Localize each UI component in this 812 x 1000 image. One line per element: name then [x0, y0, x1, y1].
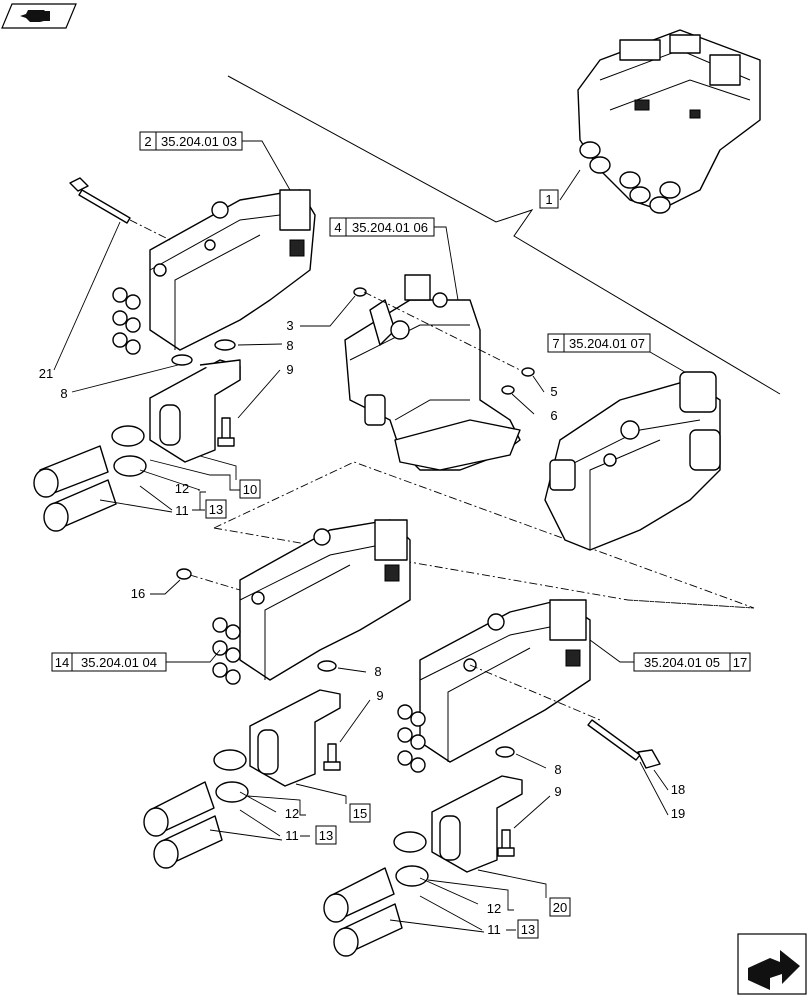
next-button[interactable]	[737, 933, 807, 995]
valve-section-2	[112, 189, 316, 355]
callout-21: 21	[39, 366, 53, 381]
callout-8a: 8	[60, 386, 67, 401]
oring-5	[521, 367, 535, 377]
back-button[interactable]	[1, 3, 77, 29]
box-10	[239, 479, 261, 499]
svg-text:15: 15	[353, 806, 367, 821]
screw-9a	[217, 417, 235, 447]
ref-14-label: 14 35.204.01 04	[51, 649, 221, 672]
oring-6	[501, 385, 515, 395]
svg-text:1: 1	[545, 192, 552, 207]
svg-text:14: 14	[55, 655, 69, 670]
callout-9b: 9	[376, 688, 383, 703]
bolt-18	[587, 719, 661, 769]
callout-9a: 9	[286, 362, 293, 377]
svg-text:17: 17	[733, 655, 747, 670]
callout-12c: 12	[487, 901, 501, 916]
box-15	[349, 803, 371, 823]
ref-1: 1	[539, 169, 581, 209]
leader-21	[53, 221, 121, 371]
bolt-21	[69, 177, 171, 241]
svg-text:10: 10	[243, 482, 257, 497]
callout-8b: 8	[286, 338, 293, 353]
oring-16	[176, 568, 192, 580]
spool-ports-14	[212, 617, 241, 685]
callout-6: 6	[550, 408, 557, 423]
callout-5: 5	[550, 384, 557, 399]
spool-ports	[112, 287, 141, 355]
couplers-b	[143, 749, 249, 869]
box-20	[549, 897, 571, 917]
valve-section-17	[397, 599, 591, 773]
ref-2-label: 2 35.204.01 03	[139, 131, 291, 191]
callout-3: 3	[286, 318, 293, 333]
valve-assembly-overview	[577, 29, 761, 214]
oring-8b	[214, 339, 236, 351]
manifold-15	[249, 689, 341, 787]
svg-text:35.204.01 04: 35.204.01 04	[81, 655, 157, 670]
manifold-20	[431, 775, 523, 873]
svg-text:35.204.01 07: 35.204.01 07	[569, 336, 645, 351]
callout-18: 18	[671, 782, 685, 797]
oring-8c	[317, 660, 337, 672]
ref-4-label: 4 35.204.01 06	[329, 217, 459, 301]
oring-3	[353, 287, 367, 297]
ref-17-label: 35.204.01 05 17	[589, 639, 751, 672]
svg-text:35.204.01 06: 35.204.01 06	[352, 220, 428, 235]
arrow-right-icon	[748, 950, 800, 990]
box-13a	[205, 499, 227, 519]
callout-12b: 12	[285, 806, 299, 821]
screw-9c	[497, 829, 515, 857]
callout-19: 19	[671, 806, 685, 821]
oring-8d	[495, 746, 515, 758]
callout-11b: 11	[285, 828, 299, 843]
svg-text:7: 7	[552, 336, 559, 351]
callout-11c: 11	[487, 922, 501, 937]
dashed-enclosure	[213, 461, 755, 609]
callout-8d: 8	[554, 762, 561, 777]
svg-text:13: 13	[319, 828, 333, 843]
ref-7-label: 7 35.204.01 07	[547, 333, 691, 376]
spool-ports-17	[397, 704, 426, 773]
box-13b	[315, 825, 337, 845]
callout-8c: 8	[374, 664, 381, 679]
screw-9b	[323, 743, 341, 771]
valve-section-4	[344, 274, 521, 471]
callout-11a: 11	[175, 503, 189, 518]
divider-line	[227, 75, 781, 395]
oring-8a	[171, 354, 193, 366]
hand-pointing-left-icon	[20, 10, 50, 22]
svg-text:20: 20	[553, 900, 567, 915]
svg-text:4: 4	[334, 220, 341, 235]
manifold-10	[149, 359, 241, 463]
callout-12a: 12	[175, 481, 189, 496]
callout-16: 16	[131, 586, 145, 601]
box-13c	[517, 919, 539, 939]
valve-section-7	[544, 371, 721, 551]
couplers-c	[323, 831, 429, 957]
svg-text:13: 13	[209, 502, 223, 517]
svg-text:2: 2	[144, 134, 151, 149]
svg-text:13: 13	[521, 922, 535, 937]
couplers-a	[33, 425, 147, 532]
svg-text:35.204.01 05: 35.204.01 05	[644, 655, 720, 670]
svg-text:35.204.01 03: 35.204.01 03	[161, 134, 237, 149]
callout-9c: 9	[554, 784, 561, 799]
valve-section-14	[212, 519, 411, 685]
